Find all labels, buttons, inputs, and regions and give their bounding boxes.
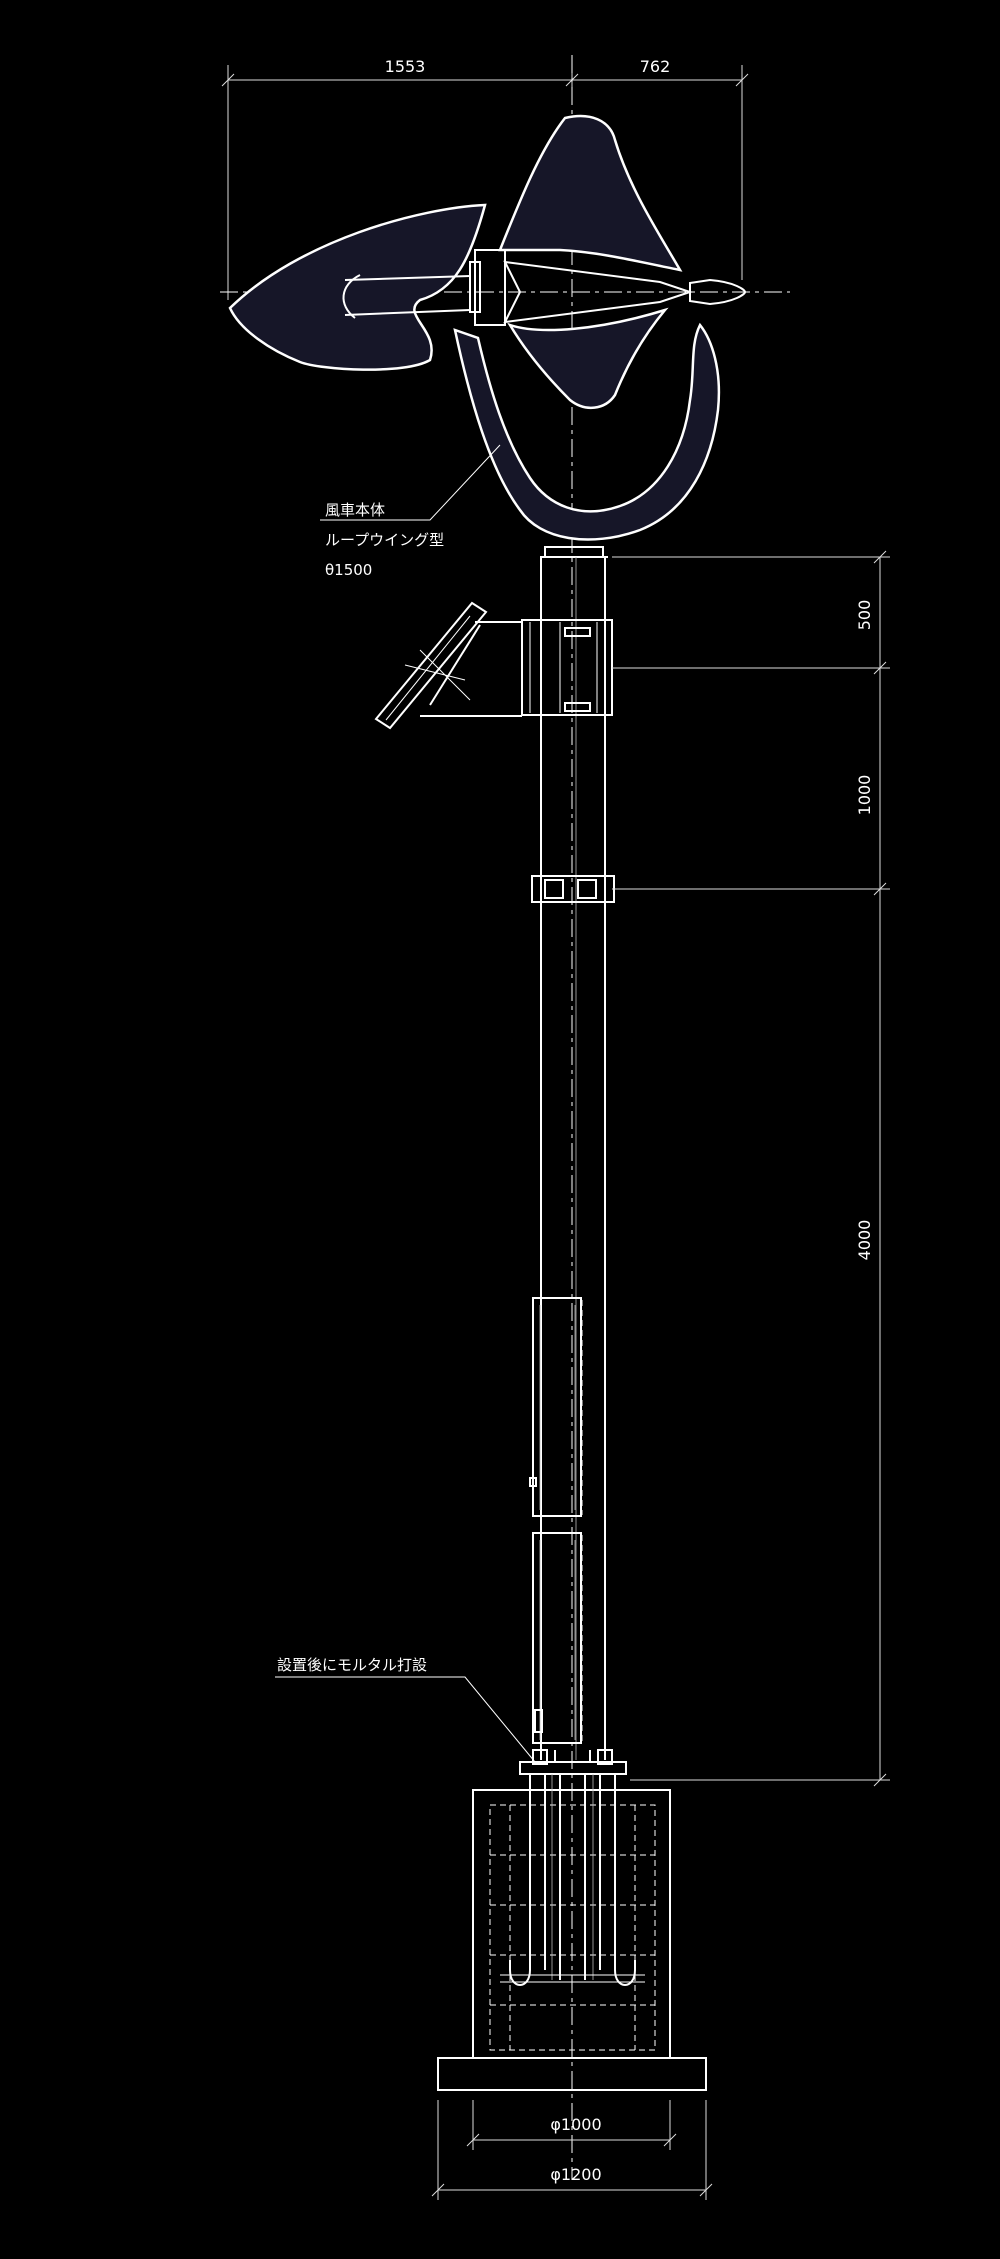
left-blade	[228, 203, 487, 371]
concrete-foundation	[472, 1774, 671, 2059]
solar-panel-assembly	[374, 601, 613, 730]
nose-cone	[689, 278, 747, 306]
top-blade	[498, 114, 683, 272]
access-door-lower	[532, 1532, 583, 1745]
pole-top-flange	[544, 546, 604, 558]
nacelle	[503, 260, 694, 324]
mortar-leader-line	[275, 1676, 536, 1763]
hub-ring	[469, 261, 481, 313]
access-door-upper	[529, 1297, 583, 1517]
dim-label-500: 500	[855, 600, 874, 631]
footing-slab	[437, 2057, 707, 2091]
base-plate	[519, 1749, 627, 1775]
wind-turbine-rotor	[228, 114, 747, 541]
turbine-size-label: θ1500	[325, 561, 372, 579]
panel-clamp	[521, 619, 613, 716]
loop-wing	[453, 322, 721, 541]
right-dimension-line	[612, 550, 890, 1787]
solar-panel	[374, 601, 488, 730]
anchor-bolt-right	[614, 1774, 636, 1986]
turbine-type-label: ループウイング型	[325, 531, 444, 549]
mid-bracket	[531, 875, 615, 903]
dim-label-phi1000: φ1000	[550, 2115, 601, 2134]
dim-label-phi1200: φ1200	[550, 2165, 601, 2184]
dim-label-4000: 4000	[855, 1220, 874, 1261]
turbine-body-label: 風車本体	[325, 501, 385, 519]
bottom-dimension-lines	[431, 2100, 713, 2200]
blade-strut	[344, 275, 471, 281]
mortar-note-label: 設置後にモルタル打設	[277, 1656, 427, 1674]
dim-label-1553: 1553	[385, 57, 426, 76]
blade-strut-curve	[342, 274, 361, 319]
dim-label-1000: 1000	[855, 775, 874, 816]
panel-arm-diag	[429, 624, 481, 706]
bottom-blade	[507, 307, 669, 409]
main-pole	[540, 557, 606, 1760]
turbine-leader-line	[320, 444, 501, 521]
blade-strut	[344, 309, 471, 316]
anchor-bolt-left	[509, 1774, 531, 1986]
hub-flange	[474, 249, 506, 326]
dim-label-762: 762	[640, 57, 671, 76]
